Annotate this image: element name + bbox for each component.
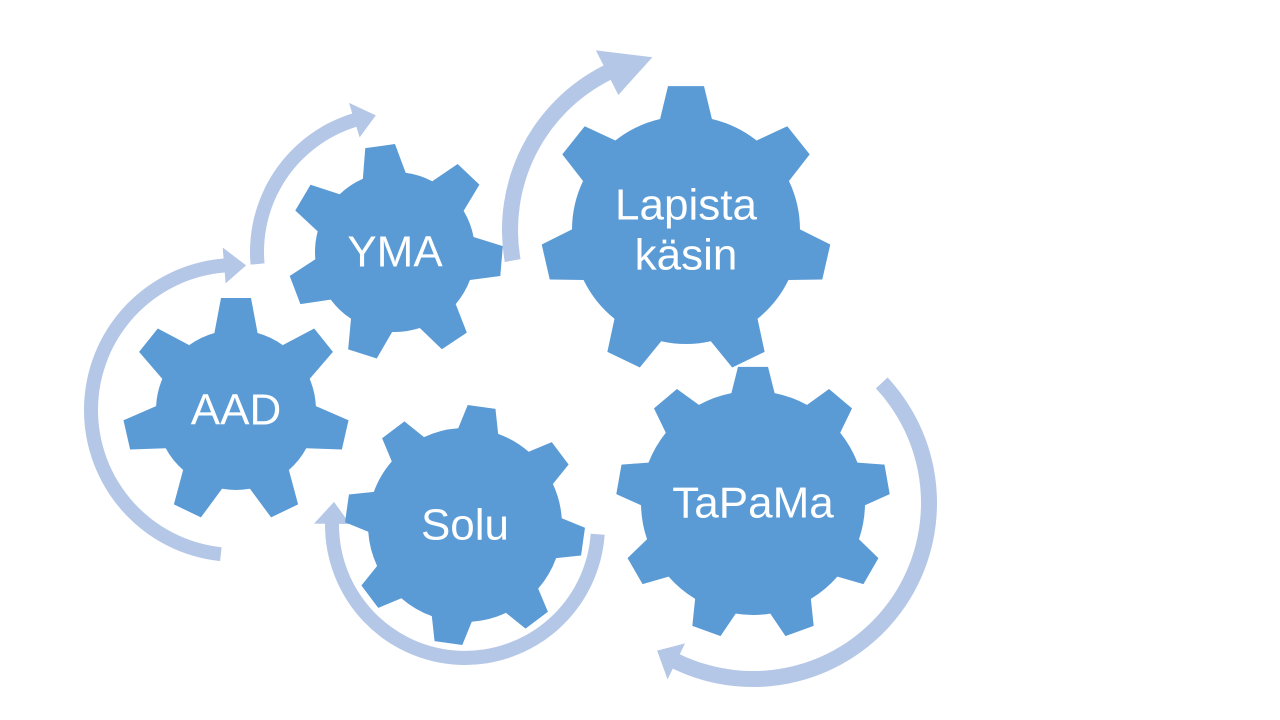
gear-label-tapama: TaPaMa [672, 479, 834, 528]
gear-shape-yma [289, 144, 503, 359]
gear-shape-lapista-kasin [541, 86, 831, 368]
gear-label-aad: AAD [191, 386, 281, 435]
cycle-arrow-lapista-kasin [502, 50, 653, 262]
cycle-arrow-yma [249, 102, 376, 265]
gear-label-yma: YMA [347, 228, 443, 277]
gear-shape-tapama [616, 366, 890, 637]
cycle-arrow-tapama [657, 377, 938, 688]
gear-tapama: TaPaMa [616, 366, 890, 637]
gear-yma: YMA [289, 144, 503, 359]
gear-label-lapista-kasin-line-1: Lapista [615, 181, 757, 230]
cycle-arrow-solu [314, 501, 605, 665]
cycle-arrows [83, 50, 938, 688]
gear-shape-aad [123, 298, 349, 518]
gear-shape-solu [345, 405, 585, 645]
gear-aad: AAD [123, 298, 349, 518]
gear-label-solu: Solu [421, 501, 509, 550]
cycle-arrow-aad [83, 247, 247, 562]
gear-solu: Solu [345, 405, 585, 645]
gear-label-lapista-kasin-line-2: käsin [635, 231, 738, 280]
